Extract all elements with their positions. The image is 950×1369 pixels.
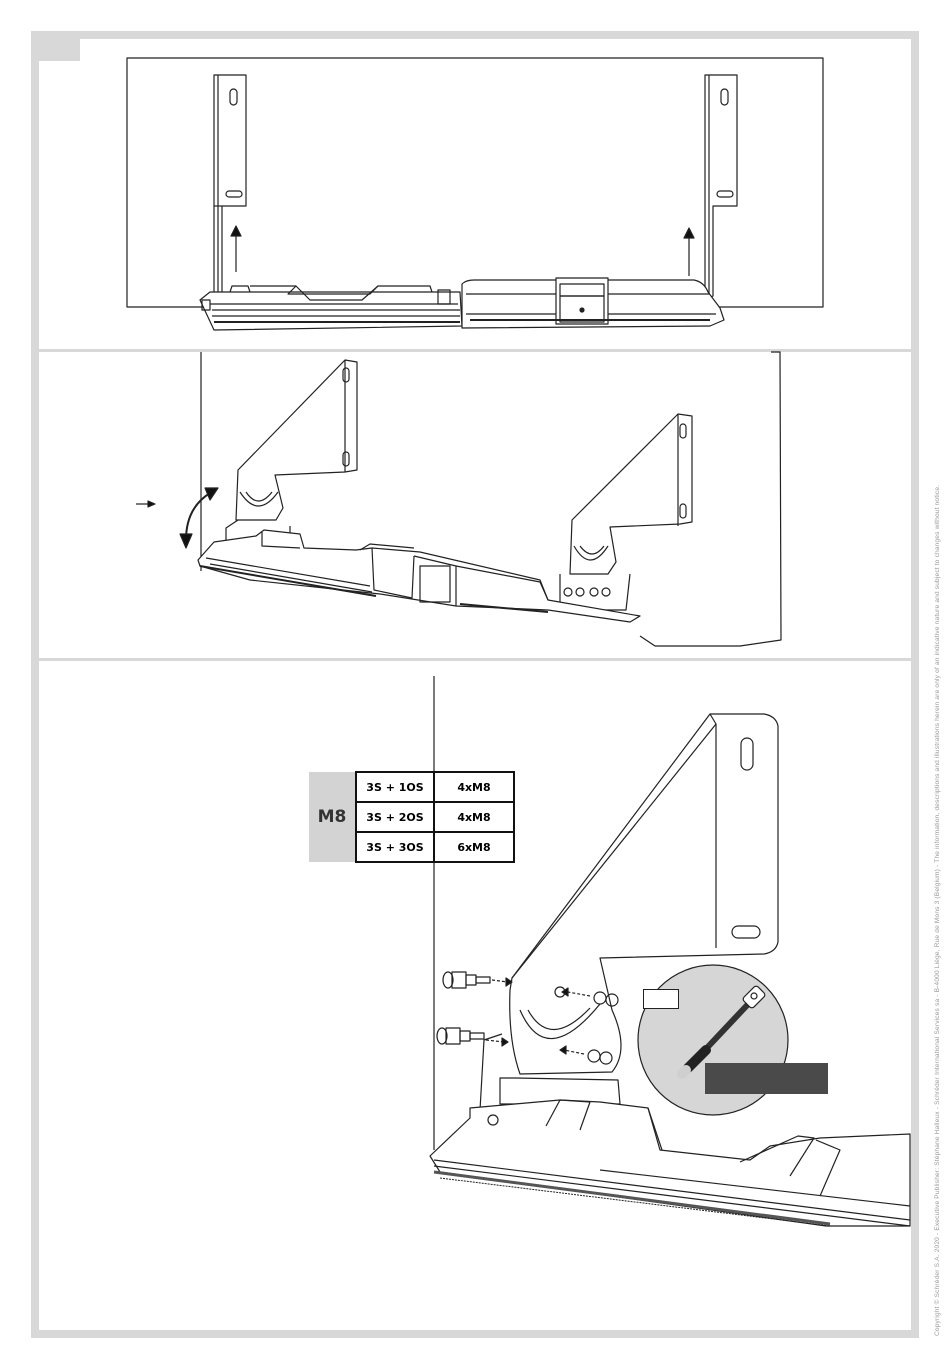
copyright-notice: Copyright © Schréder S.A. 2020 - Executi…	[934, 484, 941, 1336]
combination-cell: 3S + 1OS	[355, 771, 435, 803]
left-bracket	[213, 74, 247, 301]
quantity-cell: 4xM8	[433, 801, 515, 833]
left-bracket-perspective	[225, 359, 358, 543]
panel-divider	[39, 349, 911, 352]
arrow-up-icon	[683, 227, 695, 276]
quantity-cell: 6xM8	[433, 831, 515, 863]
quantity-cell: 4xM8	[433, 771, 515, 803]
bolt-quantity-table: M8 3S + 1OS 4xM8 3S + 2OS 4xM8 3S + 3OS …	[309, 771, 515, 863]
panel-divider	[39, 658, 911, 661]
arrow-up-icon	[230, 225, 242, 272]
wall-outline	[639, 351, 782, 647]
tool-label-box	[643, 989, 679, 1009]
screw-assembly	[436, 971, 619, 1065]
bracket-detail	[479, 713, 779, 1113]
tool-label-bar	[705, 1063, 828, 1094]
pointer-arrow-icon	[136, 500, 156, 508]
screwdriver-icon	[677, 985, 766, 1079]
page-corner-tab	[39, 39, 80, 61]
right-bracket	[704, 74, 738, 301]
luminaire-detail	[429, 1099, 911, 1227]
combination-cell: 3S + 2OS	[355, 801, 435, 833]
combination-cell: 3S + 3OS	[355, 831, 435, 863]
luminaire-front-view	[199, 277, 725, 331]
bolt-size-cell: M8	[309, 772, 356, 862]
luminaire-perspective	[197, 529, 641, 623]
rotate-arrow-icon	[179, 487, 219, 549]
